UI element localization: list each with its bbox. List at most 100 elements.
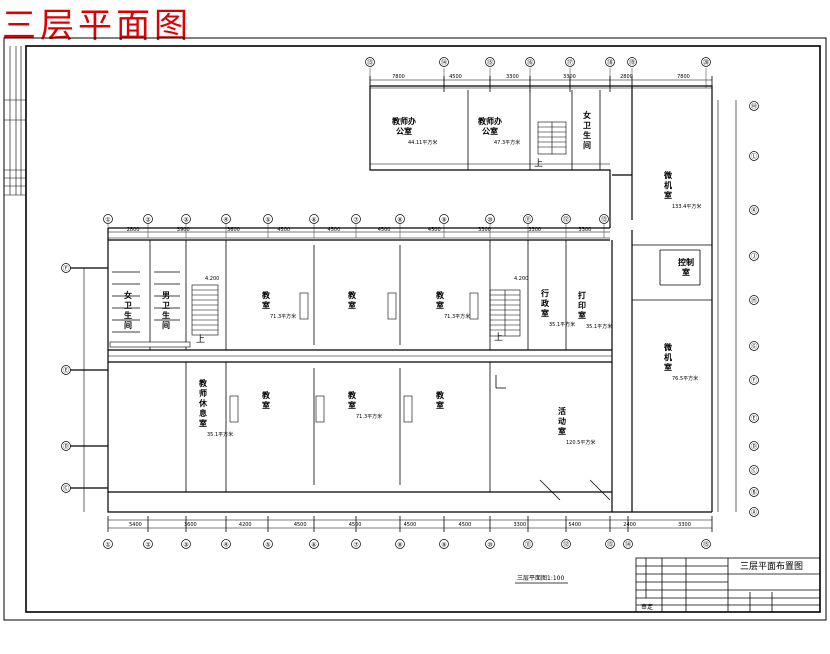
dimension-label-top: 3600 [227,227,240,233]
axis-bubble-bottom-label: ⑥ [311,542,316,549]
dimension-label-bottom: 4500 [459,522,472,528]
axis-bubble-right [749,507,759,517]
outer-sheet-border [3,37,827,621]
stair-up-label: 上 [196,334,205,345]
dimension-label-top: 4500 [328,227,341,233]
dimension-label-top: 4500 [428,227,441,233]
axis-bubble-top [143,214,153,224]
dimension-label-upper: 7800 [392,74,405,80]
axis-bubble-top-label: ⑤ [265,217,270,224]
axis-bubble-right [749,251,759,261]
axis-bubble-top [103,214,113,224]
room-area: 71.3平方米 [356,413,382,420]
axis-bubble-top [523,214,533,224]
room-labels: 教师办公室44.11平方米教师办公室47.3平方米女卫生间微机室133.4平方米… [124,110,701,446]
dimension-label-top: 2800 [127,227,140,233]
axis-bubble-bottom [351,539,361,549]
axis-bubble-upper-label: ⑯ [527,59,533,67]
axis-bubble-upper [605,57,615,67]
axis-bubble-top-label: ① [105,217,110,224]
axis-bubble-bottom-label: ⑩ [487,542,492,549]
dimension-label-bottom: 5400 [568,522,581,528]
axis-bubble-right-label: Ⓙ [751,253,757,261]
window-marks [109,292,479,423]
axis-bubble-bottom-label: ⑭ [625,541,631,549]
axis-bubble-bottom [143,539,153,549]
room-label: 男卫生间 [162,291,170,330]
dimension-label-top: 4500 [378,227,391,233]
room-label: 教师办公室 [391,116,416,136]
axis-bubble-right-label: Ⓜ [751,103,757,111]
axis-bubble-top [309,214,319,224]
room-label: 教室 [347,290,357,310]
axis-bubble-top-label: ⑥ [311,217,316,224]
axis-bubble-top [351,214,361,224]
axis-bubble-top-label: ⑨ [441,217,446,224]
page-title: 三层平面图 [2,6,192,46]
axis-bubble-bottom-label: ⑨ [441,542,446,549]
dimension-label-top: 3300 [579,227,592,233]
dimension-label-bottom: 4200 [239,522,252,528]
axis-bubble-bottom-label: ⑧ [397,542,402,549]
axis-bubble-right [749,151,759,161]
axis-bubble-top [439,214,449,224]
axis-bubble-upper-label: ⑲ [629,59,635,67]
axis-bubble-left [61,483,71,493]
axis-bubble-top-label: ② [145,217,151,224]
axis-bubble-top-label: ⑪ [525,216,531,224]
dimension-label-upper: 7800 [677,74,690,80]
dimension-label-bottom: 5400 [129,522,142,528]
axis-bubble-top-label: ⑧ [397,217,402,224]
axis-bubble-bottom-label: ⑦ [353,542,359,549]
axis-bubble-top [395,214,405,224]
axis-bubble-right-label: Ⓓ [751,443,757,451]
axis-bubble-bottom-label: ⑬ [607,541,613,549]
room-area: 71.3平方米 [270,313,296,320]
axis-bubble-upper-label: ⑱ [607,59,613,67]
plan-caption: 三层平面图1:100 [517,575,564,582]
axis-bubble-right [749,205,759,215]
axis-bubble-bottom-label: ① [105,542,110,549]
axis-bubble-top-label: ⑦ [353,217,359,224]
title-block [635,557,821,613]
axis-bubble-bottom [395,539,405,549]
dimension-label-bottom: 3600 [184,522,197,528]
axis-bubble-right-label: Ⓒ [751,467,757,475]
axis-bubble-top-label: ⑫ [563,216,569,224]
axis-bubble-top [181,214,191,224]
axis-bubble-bottom [439,539,449,549]
inner-drawing-border [25,45,821,613]
axis-bubble-top [263,214,273,224]
room-area: 44.11平方米 [408,139,437,146]
axis-bubble-bottom [221,539,231,549]
title-block-drawing-name: 三层平面布置图 [740,560,803,572]
axis-bubble-top-label: ⑬ [601,216,607,224]
room-area: 133.4平方米 [672,203,701,210]
room-label: 教师休息室 [198,378,208,428]
room-label: 女卫生间 [124,290,132,330]
axis-bubble-bottom [623,539,633,549]
axis-bubble-right-label: Ⓕ [751,377,757,385]
dimension-label-top: 3900 [177,227,190,233]
room-area: 35.1平方米 [549,321,575,328]
room-area: 120.5平方米 [566,439,595,446]
axis-bubble-top-label: ④ [223,217,228,224]
axis-bubble-left-label: Ⓔ [63,367,69,375]
room-label: 微机室 [663,170,672,200]
stair-middle [489,289,521,337]
dimension-label-top: 4500 [277,227,290,233]
axis-bubble-upper [701,57,711,67]
axis-bubble-bottom-label: ③ [183,542,188,549]
room-label: 教室 [435,290,445,310]
axis-bubble-right-label: Ⓖ [751,343,757,351]
axis-bubble-right [749,413,759,423]
dimension-label-upper: 3300 [563,74,576,80]
axis-bubble-right [749,341,759,351]
axis-bubble-bottom-label: ⑪ [525,541,531,549]
axis-bubble-upper [439,57,449,67]
axis-bubble-bottom-label: ② [145,542,151,549]
axis-bubble-bottom [605,539,615,549]
dimension-label-bottom: 3300 [678,522,691,528]
